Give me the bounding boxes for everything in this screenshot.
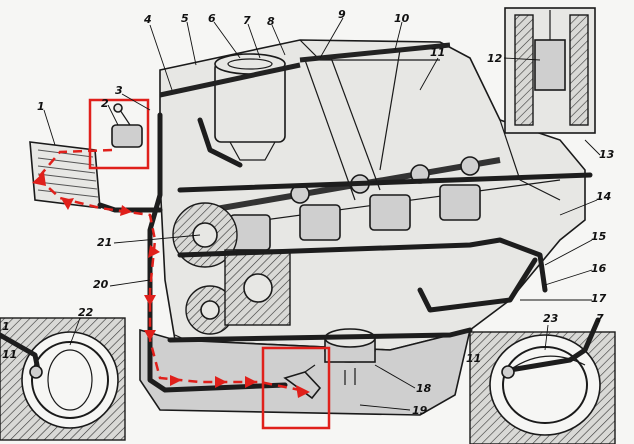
callout-20: 20	[93, 278, 109, 291]
cross-section-right	[469, 317, 616, 444]
flow-arrow	[296, 385, 310, 398]
rocker-shaft	[159, 42, 451, 98]
callout-6: 6	[208, 12, 216, 25]
callout-8: 8	[267, 15, 275, 28]
oil-cooler	[29, 141, 101, 209]
highlight-box-drain	[261, 346, 331, 430]
flow-arrow	[148, 245, 160, 258]
crankshaft	[189, 179, 561, 251]
oil-pump	[224, 249, 291, 326]
flow-arrow	[245, 376, 257, 388]
callout-23: 23	[543, 312, 559, 325]
oil-flow-path	[32, 148, 310, 398]
callout-11: 11	[430, 46, 445, 59]
pushrods	[304, 49, 401, 201]
callout-labels: 1 2 3 4 5 6 7 8 9 10 11 12 13 14 15 16 1…	[2, 8, 615, 417]
timing-gears	[172, 202, 238, 335]
flow-arrow	[62, 198, 74, 210]
callout-4: 4	[143, 13, 152, 26]
callout-10: 10	[394, 12, 410, 25]
callout-13: 13	[599, 148, 615, 161]
leader-lines	[43, 17, 601, 411]
flow-arrow	[170, 375, 182, 386]
callout-15: 15	[591, 230, 607, 243]
callout-21: 21	[97, 236, 112, 249]
flow-arrow	[144, 295, 156, 306]
callout-7: 7	[243, 14, 251, 27]
callout-19: 19	[412, 404, 428, 417]
callout-2: 2	[101, 97, 109, 110]
callout-1: 1	[37, 100, 45, 113]
oil-lines	[97, 112, 593, 393]
pressure-relief-cutaway	[504, 7, 596, 134]
callout-11-right: 11	[466, 352, 481, 365]
callout-11-left: 11	[2, 348, 17, 361]
callout-14: 14	[596, 190, 611, 203]
flow-arrow	[144, 330, 156, 341]
callout-3: 3	[115, 84, 123, 97]
callout-7-right: 7	[596, 312, 604, 325]
flow-arrow	[32, 172, 46, 186]
callout-1-left: 1	[2, 320, 10, 333]
callout-9: 9	[338, 8, 346, 21]
callout-18: 18	[416, 382, 432, 395]
flow-arrow	[215, 376, 227, 388]
flow-arrow	[120, 205, 132, 216]
cooler-valve	[111, 103, 143, 148]
callout-5: 5	[181, 12, 189, 25]
cross-section-left	[0, 317, 126, 441]
callout-22: 22	[78, 306, 94, 319]
highlight-box-valve	[88, 98, 150, 170]
callout-16: 16	[591, 262, 607, 275]
oil-pickup-strainer	[324, 328, 376, 385]
callout-12: 12	[487, 52, 503, 65]
callout-17: 17	[591, 292, 607, 305]
